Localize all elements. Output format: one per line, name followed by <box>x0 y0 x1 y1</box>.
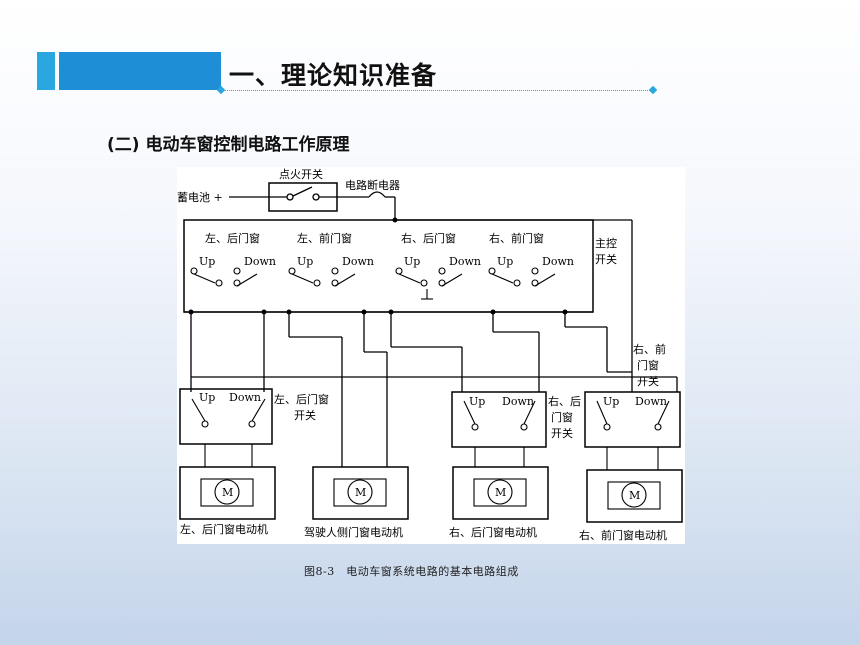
right-rear-switch-label-1: 右、后 <box>548 394 581 408</box>
ignition-switch-label: 点火开关 <box>279 167 323 181</box>
motor-symbol-3: M <box>495 486 506 499</box>
master-down-label-4: Down <box>542 255 574 268</box>
heading-underline <box>221 90 652 91</box>
right-rear-switch-label-2: 门窗 <box>551 410 573 424</box>
title-accent-thick <box>59 52 221 90</box>
circuit-diagram: 蓄电池 + 点火开关 电路断电器 主控 开关 左、后门窗 左、前门窗 右、后门窗… <box>177 167 685 544</box>
master-down-label-3: Down <box>449 255 481 268</box>
slide-heading: 一、理论知识准备 <box>229 61 438 90</box>
motor-symbol-4: M <box>629 489 640 502</box>
left-rear-down-label: Down <box>229 391 261 404</box>
right-front-up-label: Up <box>603 395 619 408</box>
motor-symbol-1: M <box>222 486 233 499</box>
master-switch-label-1: 主控 <box>595 236 617 250</box>
master-up-label-1: Up <box>199 255 215 268</box>
underline-end-dot <box>648 85 658 95</box>
master-up-label-3: Up <box>404 255 420 268</box>
circuit-breaker-label: 电路断电器 <box>345 178 400 192</box>
master-section-left-front: 左、前门窗 <box>297 231 352 245</box>
left-rear-switch-label-2: 开关 <box>294 408 316 422</box>
right-front-switch-label-1: 右、前 <box>633 342 666 356</box>
underline-start-dot <box>216 85 226 95</box>
master-up-label-2: Up <box>297 255 313 268</box>
motor-label-left-rear: 左、后门窗电动机 <box>180 522 268 536</box>
right-front-switch-label-2: 门窗 <box>637 358 659 372</box>
motor-symbol-2: M <box>355 486 366 499</box>
figure-caption: 图8-3 电动车窗系统电路的基本电路组成 <box>304 565 519 578</box>
left-rear-switch-label-1: 左、后门窗 <box>274 392 329 406</box>
right-rear-up-label: Up <box>469 395 485 408</box>
title-accent-thin <box>37 52 55 90</box>
master-up-label-4: Up <box>497 255 513 268</box>
motor-label-driver: 驾驶人侧门窗电动机 <box>304 525 403 539</box>
master-section-right-front: 右、前门窗 <box>489 231 544 245</box>
motor-label-right-front: 右、前门窗电动机 <box>579 528 667 542</box>
master-switch-label-2: 开关 <box>595 252 617 266</box>
master-down-label-1: Down <box>244 255 276 268</box>
master-section-left-rear: 左、后门窗 <box>205 231 260 245</box>
motor-label-right-rear: 右、后门窗电动机 <box>449 525 537 539</box>
title-accent-bar <box>37 52 221 90</box>
battery-label: 蓄电池 + <box>177 191 223 204</box>
master-down-label-2: Down <box>342 255 374 268</box>
right-rear-down-label: Down <box>502 395 534 408</box>
right-rear-switch-label-3: 开关 <box>551 426 573 440</box>
master-section-right-rear: 右、后门窗 <box>401 231 456 245</box>
slide-subheading: (二) 电动车窗控制电路工作原理 <box>107 135 350 155</box>
right-front-down-label: Down <box>635 395 667 408</box>
left-rear-up-label: Up <box>199 391 215 404</box>
circuit-svg: 蓄电池 + 点火开关 电路断电器 主控 开关 左、后门窗 左、前门窗 右、后门窗… <box>177 167 683 542</box>
right-front-switch-label-3: 开关 <box>637 374 659 388</box>
